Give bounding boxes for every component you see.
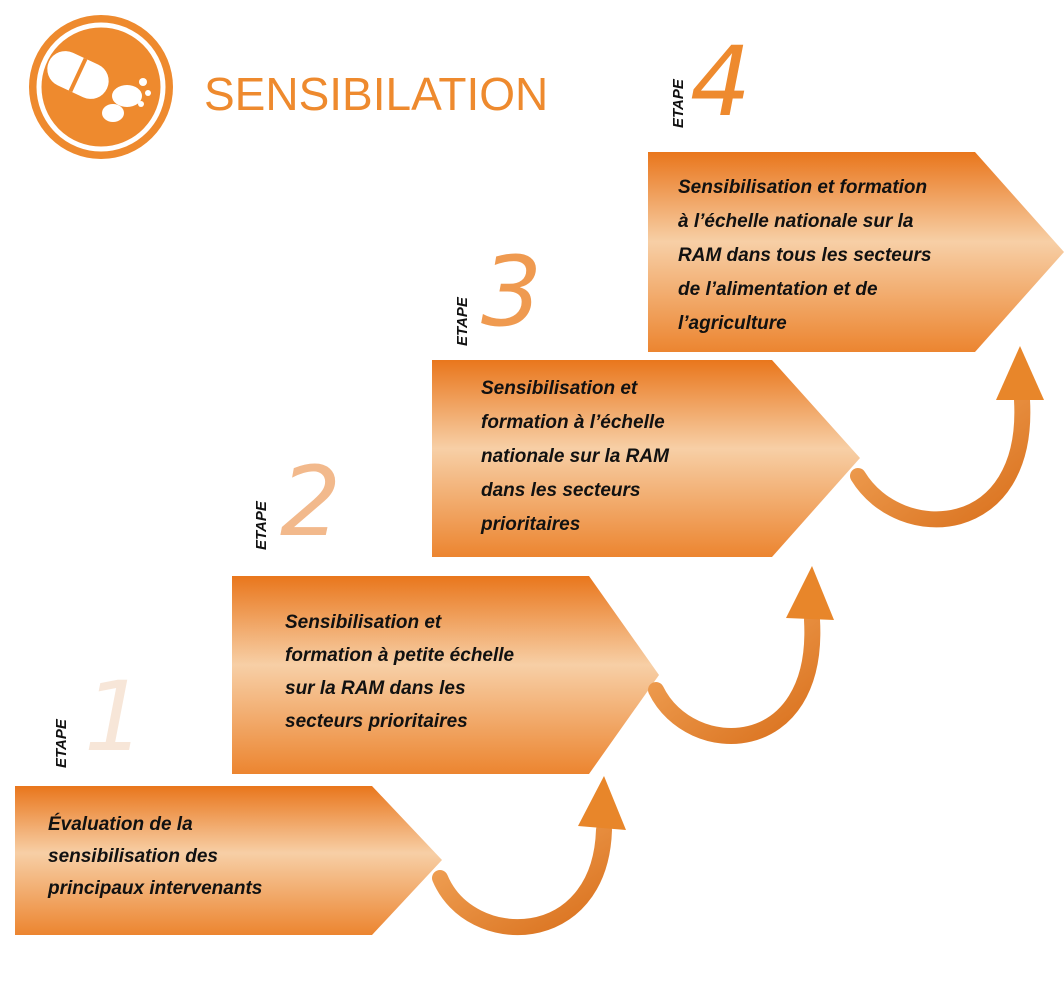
step-2-box — [232, 576, 659, 774]
step-3-number: 3 — [481, 236, 542, 348]
step-1-line-3: principaux intervenants — [47, 878, 262, 899]
step-1-text: Évaluation de la sensibilisation des pri… — [47, 813, 262, 899]
step-2-line-1: Sensibilisation et — [285, 612, 442, 633]
step-1-box — [15, 786, 442, 935]
step-4-line-1: Sensibilisation et formation — [678, 177, 927, 198]
step-2-text: Sensibilisation et formation à petite éc… — [285, 612, 519, 732]
step-3-line-3: nationale sur la RAM — [481, 446, 670, 467]
step-4-label: ETAPE — [670, 78, 687, 128]
step-3-box — [432, 360, 860, 557]
step-4-number: 4 — [690, 26, 751, 138]
step-4-line-2: à l’échelle nationale sur la — [678, 211, 914, 232]
step-2-line-4: secteurs prioritaires — [285, 711, 468, 732]
step-2-label: ETAPE — [253, 500, 270, 550]
step-1-line-1: Évaluation de la — [48, 813, 193, 835]
step-3-line-5: prioritaires — [480, 514, 580, 535]
step-4-text: Sensibilisation et formation à l’échelle… — [678, 177, 937, 334]
step-4-line-3: RAM dans tous les secteurs — [678, 245, 931, 266]
step-1-label: ETAPE — [53, 718, 70, 768]
step-3-line-4: dans les secteurs — [481, 480, 640, 501]
pills-icon — [29, 15, 173, 159]
step-2-line-2: formation à petite échelle — [285, 645, 515, 666]
step-3-label: ETAPE — [454, 296, 471, 346]
step-2-number: 2 — [280, 446, 341, 558]
step-4-line-5: l’agriculture — [678, 313, 787, 334]
curved-arrow-1-to-2 — [432, 776, 626, 936]
step-3-text: Sensibilisation et formation à l’échelle… — [480, 378, 674, 535]
curved-arrow-3-to-4 — [850, 346, 1044, 528]
curved-arrow-2-to-3 — [648, 566, 834, 744]
step-2-line-3: sur la RAM dans les — [285, 678, 466, 699]
step-3-line-2: formation à l’échelle — [481, 412, 665, 433]
step-4-line-4: de l’alimentation et de — [678, 279, 878, 300]
step-1-number: 1 — [84, 661, 145, 773]
page-title: SENSIBILATION — [204, 68, 548, 120]
step-3-line-1: Sensibilisation et — [481, 378, 638, 399]
step-1-line-2: sensibilisation des — [48, 846, 218, 867]
step-4-box — [648, 152, 1064, 352]
